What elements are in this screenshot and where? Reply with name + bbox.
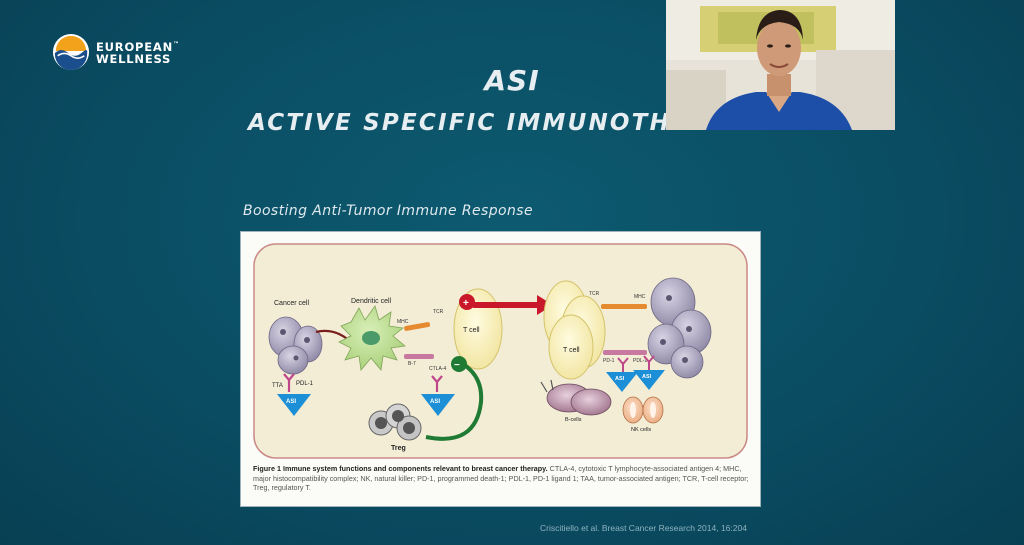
- presenter-webcam-video: [666, 0, 895, 130]
- label-tcr-2: TCR: [589, 291, 600, 297]
- b-cells: [540, 379, 612, 416]
- t-cell-group-2: [543, 280, 606, 380]
- label-mhc-2: MHC: [634, 294, 646, 300]
- asi-triangle-icon: [421, 394, 455, 416]
- logo-wordmark: EUROPEAN™ WELLNESS: [96, 38, 180, 67]
- presenter-video-frame: [666, 0, 895, 130]
- immune-response-figure: Cancer cell TTA PDL-1 ASI Dendritic cell…: [240, 231, 761, 507]
- stimulation-plus-icon: [459, 294, 475, 310]
- label-tcr-1: TCR: [433, 309, 444, 315]
- activation-arrow: [473, 295, 553, 315]
- caption-body: CTLA-4, cytotoxic T lymphocyte-associate…: [253, 464, 749, 492]
- nk-cells: [622, 396, 664, 424]
- b7-ctla4-receptor: [404, 354, 434, 359]
- label-asi-1: ASI: [286, 399, 296, 405]
- logo-line-1: EUROPEAN: [96, 39, 174, 54]
- tumor-cluster: [647, 277, 712, 379]
- treg-inhibition-arrow: [425, 362, 484, 441]
- section-heading: Boosting Anti-Tumor Immune Response: [243, 203, 533, 219]
- label-asi-2: ASI: [430, 399, 440, 405]
- label-b-cells: B-cells: [565, 417, 582, 423]
- label-ctla4: CTLA-4: [429, 366, 446, 372]
- pd1-antibody-icon: [617, 357, 629, 372]
- european-wellness-logo: EUROPEAN™ WELLNESS: [52, 33, 180, 71]
- asi-triangle-icon: [277, 394, 311, 416]
- ctla4-antibody-icon: [431, 375, 443, 392]
- dendritic-cell: [338, 305, 406, 371]
- mhc-tcr-receptor: [404, 322, 431, 331]
- label-b7: B-7: [408, 361, 416, 367]
- cancer-cell: [268, 316, 323, 375]
- minus-sign: −: [454, 360, 460, 371]
- caption-title: Figure 1 Immune system functions and com…: [253, 464, 548, 473]
- pdl1-antibody-icon: [643, 355, 655, 370]
- pd1-pdl1-receptor: [603, 350, 647, 355]
- asi-triangle-icon: [633, 370, 665, 390]
- label-pdl1: PDL-1: [296, 381, 314, 387]
- label-asi-3: ASI: [615, 376, 625, 382]
- label-treg: Treg: [391, 445, 406, 452]
- plus-sign: +: [463, 298, 469, 309]
- label-t-cell-2: T cell: [563, 347, 580, 354]
- label-mhc-1: MHC: [397, 319, 409, 325]
- wave-sun-logo-icon: [52, 33, 90, 71]
- label-pdl1-2: PDL-1: [633, 358, 647, 364]
- label-nk-cells: NK cells: [631, 427, 651, 433]
- treg-cells: [368, 403, 422, 441]
- label-cancer-cell: Cancer cell: [274, 300, 309, 307]
- label-pd1: PD-1: [603, 358, 615, 364]
- tcr-mhc-receptor: [601, 304, 647, 309]
- inhibition-minus-icon: [451, 356, 467, 372]
- label-tta: TTA: [272, 383, 283, 389]
- figure-caption: Figure 1 Immune system functions and com…: [253, 464, 751, 493]
- label-dendritic-cell: Dendritic cell: [351, 298, 392, 305]
- label-t-cell-1: T cell: [463, 327, 480, 334]
- tta-antibody-icon: [283, 373, 295, 392]
- figure-illustration: Cancer cell TTA PDL-1 ASI Dendritic cell…: [253, 243, 748, 459]
- label-asi-4: ASI: [642, 374, 652, 380]
- slide-title: ASI: [484, 64, 540, 97]
- asi-triangle-icon: [606, 372, 638, 392]
- citation: Criscitiello et al. Breast Cancer Resear…: [540, 523, 747, 533]
- logo-trademark: ™: [173, 40, 180, 48]
- logo-line-2: WELLNESS: [96, 52, 172, 67]
